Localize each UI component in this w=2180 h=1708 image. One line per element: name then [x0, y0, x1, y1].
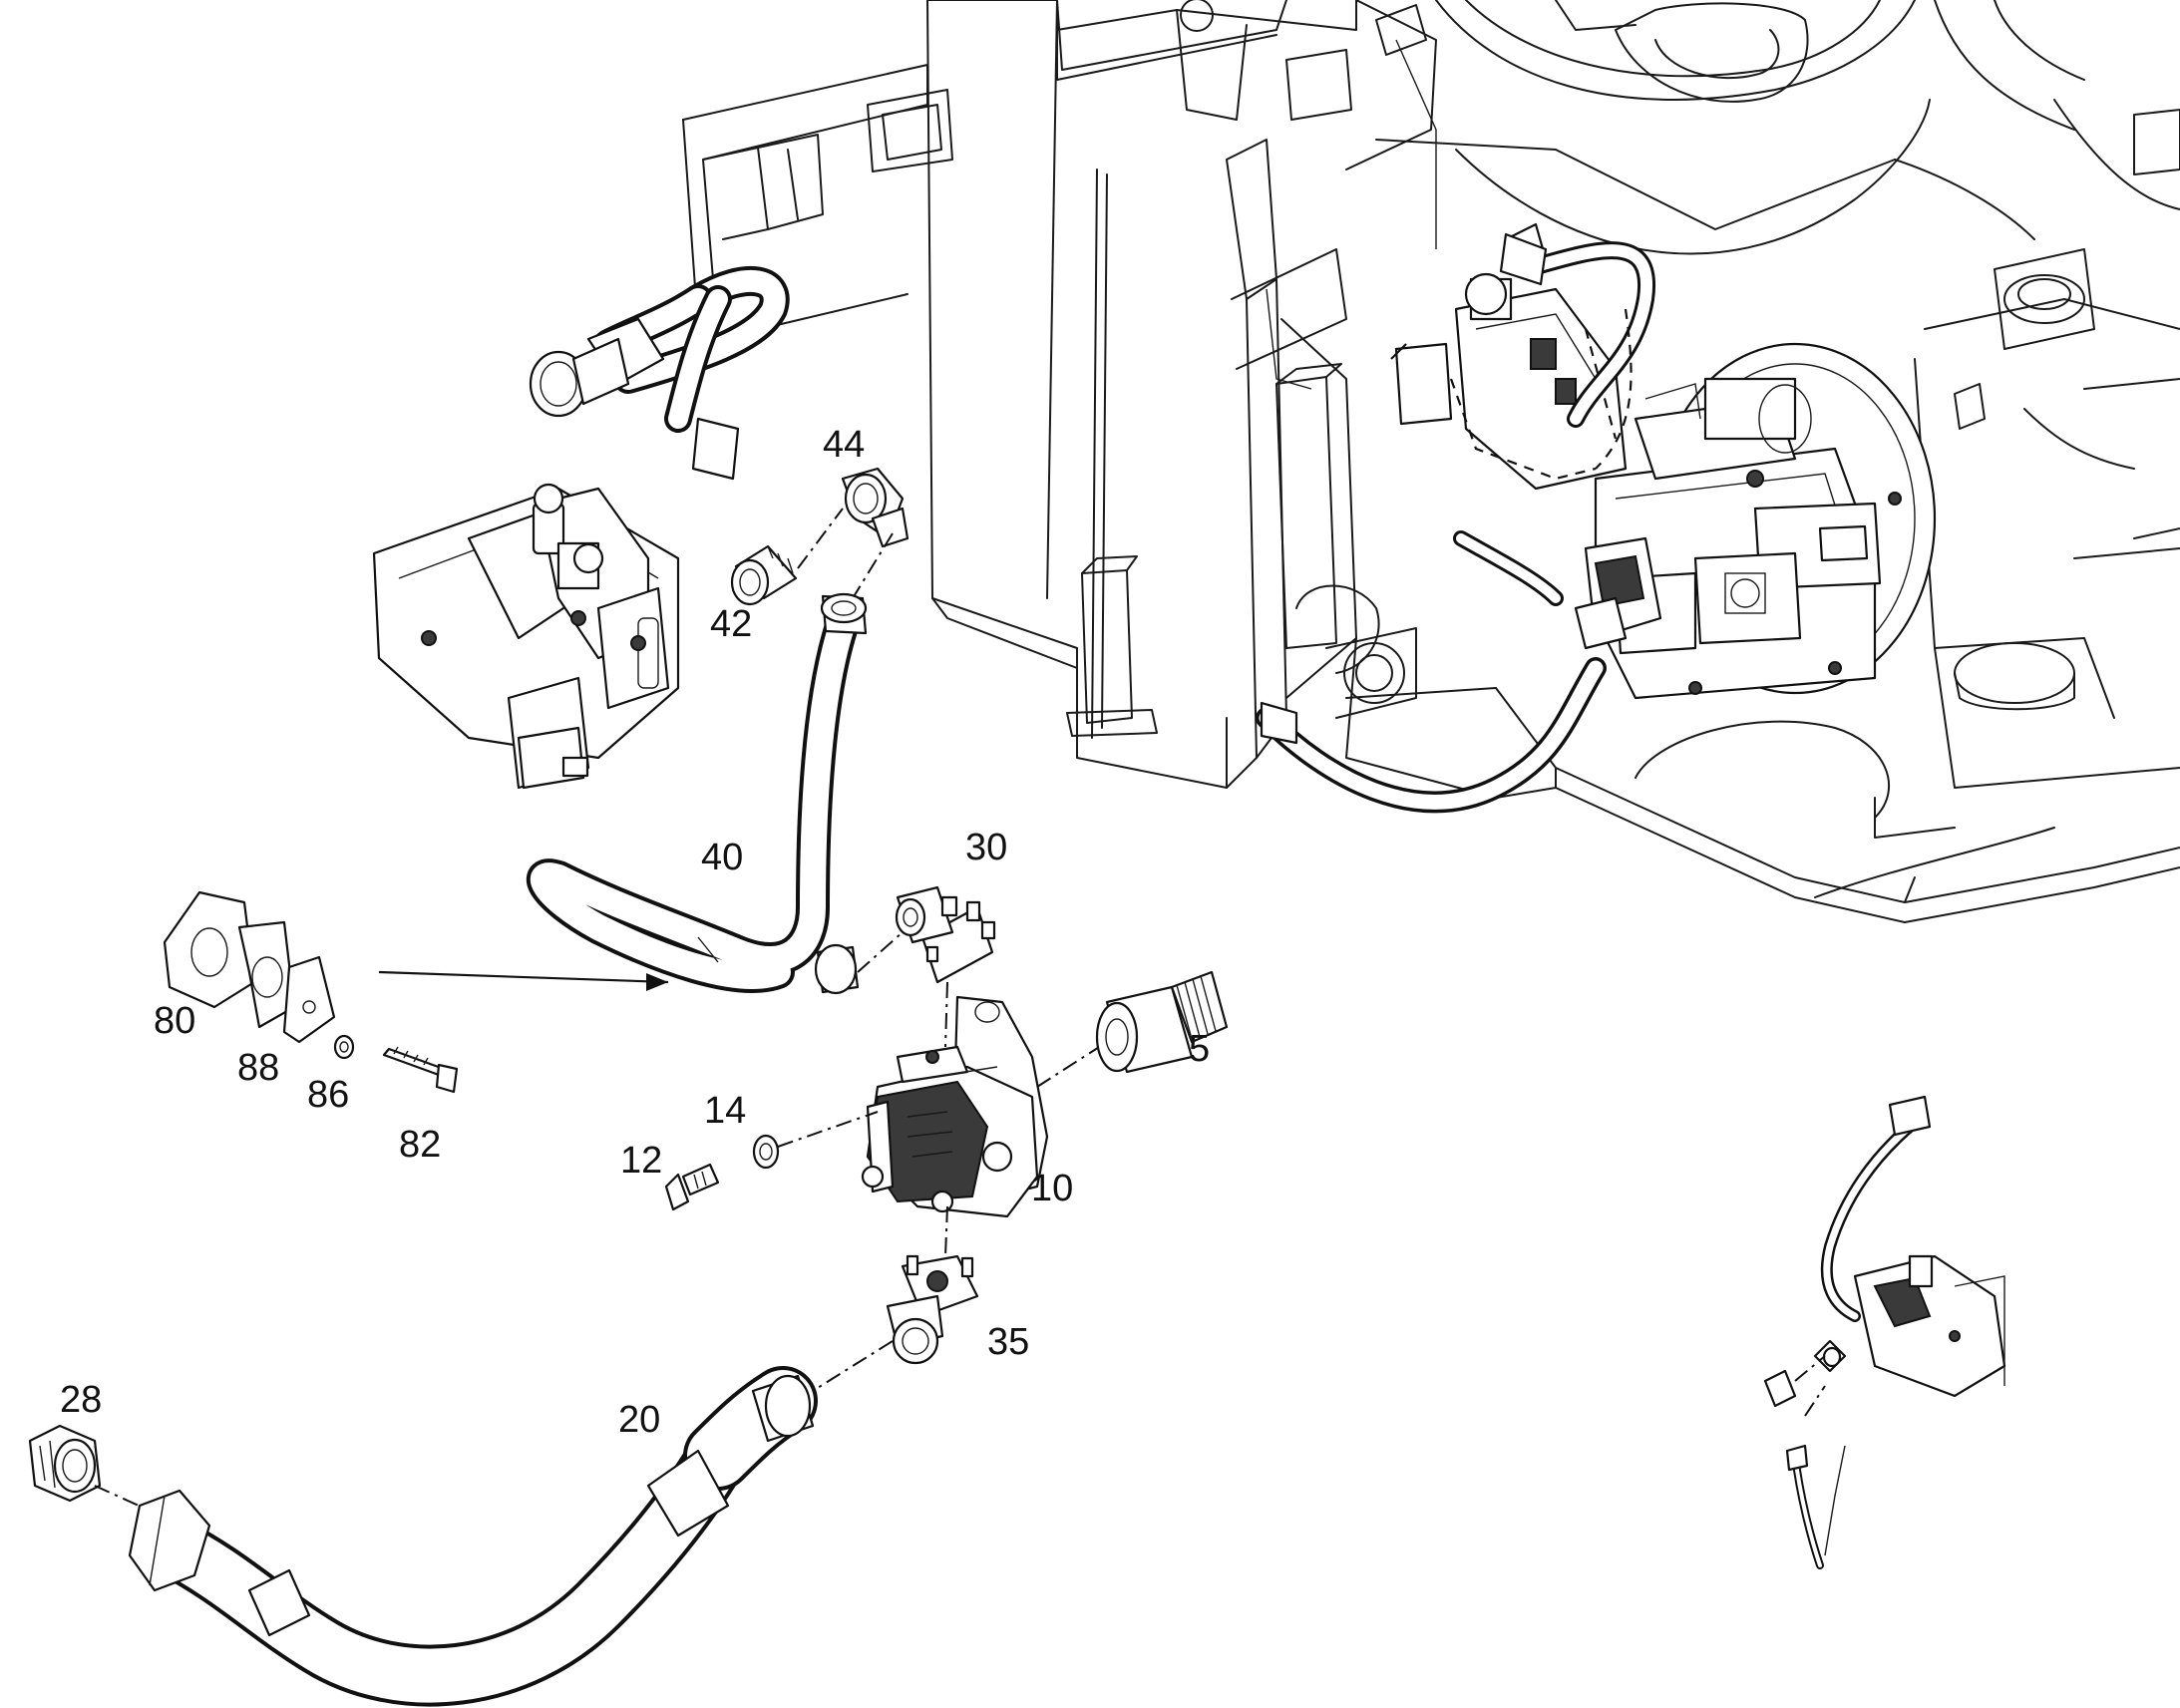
callout-86: 86 [307, 1074, 349, 1116]
screw-12 [664, 1163, 720, 1211]
clamp-arrow-head [646, 973, 668, 991]
callout-30: 30 [965, 827, 1007, 868]
leader-44-40 [852, 532, 894, 599]
main-pump-assembly [1594, 342, 1937, 700]
clamp-set [163, 890, 459, 1094]
callout-14: 14 [704, 1090, 746, 1132]
callout-labels: 44 42 40 30 80 88 86 82 5 14 12 10 35 28… [60, 424, 1210, 1441]
adapter-fitting-42 [730, 544, 798, 606]
callout-42: 42 [710, 603, 752, 645]
suction-hose-20 [128, 1366, 818, 1707]
coupling-5 [1095, 970, 1229, 1074]
flange-fitting-35 [886, 1254, 979, 1365]
washer-86 [333, 1034, 355, 1060]
pump-control-valve [372, 483, 680, 790]
leader-10-5 [1036, 1041, 1108, 1088]
leader-30-10 [944, 981, 948, 1048]
clamp-half-80 [163, 890, 256, 1009]
callout-35: 35 [987, 1321, 1029, 1363]
leader-28-20 [94, 1485, 151, 1512]
callout-5: 5 [1189, 1028, 1210, 1070]
flange-fitting-30 [895, 885, 996, 984]
leader-35-20 [812, 1340, 894, 1392]
callout-12: 12 [620, 1140, 662, 1182]
leader-42-44 [797, 508, 844, 569]
callout-88: 88 [237, 1047, 279, 1089]
callout-82: 82 [399, 1124, 441, 1166]
adapter-fitting-28 [28, 1424, 102, 1503]
inset-view [1763, 1095, 2006, 1569]
leader-10-35 [944, 1205, 948, 1257]
elbow-fitting-44 [841, 467, 909, 548]
machine-frame [682, 0, 2180, 923]
callout-10: 10 [1031, 1168, 1073, 1209]
callout-44: 44 [823, 424, 865, 466]
callout-28: 28 [60, 1379, 102, 1421]
background-hoses [1256, 232, 1656, 814]
leader-40-30 [857, 931, 904, 973]
leader-14-10 [777, 1111, 879, 1148]
valve-upper-hose [529, 265, 790, 481]
clamp-half-88 [237, 920, 296, 1029]
clamp-plate [282, 955, 336, 1044]
callout-80: 80 [154, 1000, 195, 1042]
callout-40: 40 [701, 837, 743, 878]
gear-pump-10 [861, 995, 1049, 1218]
washer-14 [752, 1134, 780, 1170]
clamp-arrow [378, 970, 669, 984]
callout-20: 20 [618, 1399, 660, 1441]
pressure-hose-40 [527, 592, 868, 995]
